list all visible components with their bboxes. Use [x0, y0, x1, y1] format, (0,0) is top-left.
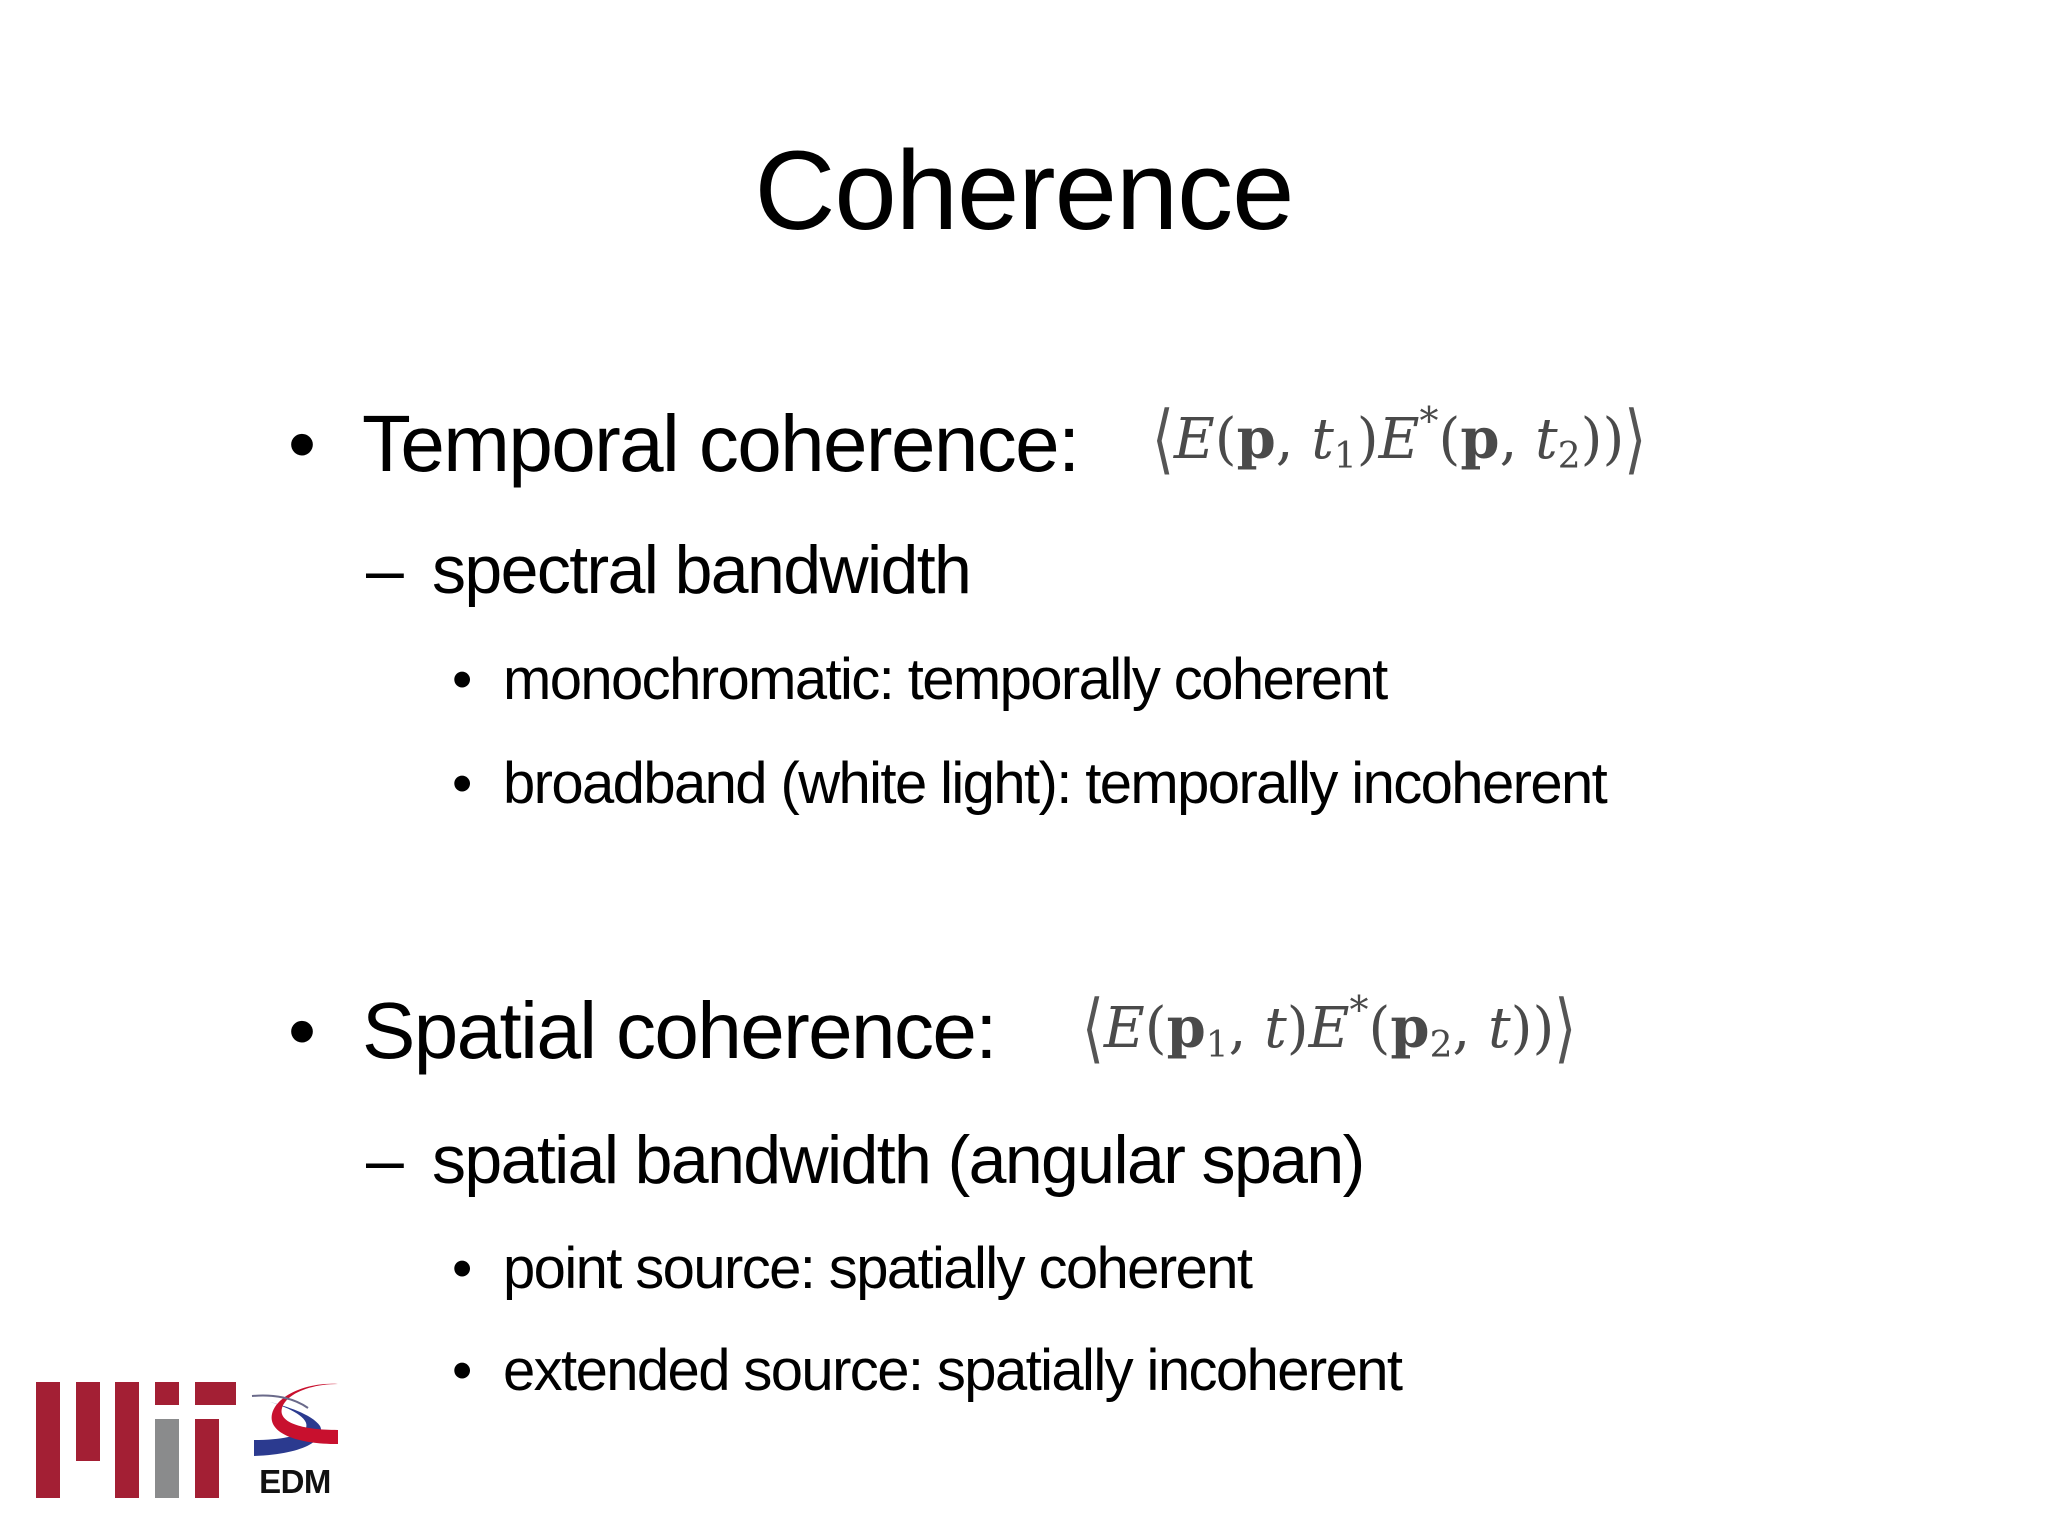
subscript: 1 — [1333, 436, 1357, 477]
comma: , — [1228, 996, 1265, 1061]
angle-close: ⟩ — [1624, 395, 1647, 484]
mit-logo-icon — [36, 1382, 236, 1498]
symbol-p: p — [1166, 995, 1206, 1061]
edm-swoosh-icon — [251, 1383, 338, 1456]
paren: ) — [1580, 407, 1603, 472]
bullet-dot-icon: • — [452, 751, 473, 816]
symbol-t: t — [1535, 407, 1558, 472]
paren: ( — [1214, 407, 1237, 472]
subscript: 2 — [1557, 436, 1581, 477]
bullet-dot-icon: • — [452, 1338, 473, 1403]
subsubitem-label: monochromatic: temporally coherent — [503, 647, 1388, 712]
superscript-conjugate: * — [1419, 399, 1439, 443]
dash-icon: – — [366, 1122, 404, 1198]
symbol-t: t — [1264, 996, 1287, 1061]
symbol-p: p — [1460, 406, 1500, 472]
paren: ) — [1602, 407, 1625, 472]
bullet-label: Spatial coherence: — [362, 986, 997, 1075]
paren: ) — [1510, 996, 1533, 1061]
paren: ( — [1438, 407, 1461, 472]
bullet-dot-icon: • — [288, 399, 317, 488]
angle-close: ⟩ — [1554, 984, 1577, 1073]
slide-title: Coherence — [754, 128, 1295, 253]
comma: , — [1499, 407, 1536, 472]
paren: ) — [1532, 996, 1555, 1061]
bullet-dot-icon: • — [452, 647, 473, 712]
comma: , — [1275, 407, 1312, 472]
formula-temporal-coherence: ⟨E(p, t1)E*(p, t2))⟩ — [1152, 395, 1646, 483]
paren: ( — [1144, 996, 1167, 1061]
edm-logo-text: EDM — [259, 1463, 331, 1500]
subitem-label: spatial bandwidth (angular span) — [432, 1122, 1365, 1198]
bullet-dot-icon: • — [288, 986, 317, 1075]
formula-spatial-coherence: ⟨E(p1, t)E*(p2, t))⟩ — [1082, 984, 1576, 1072]
symbol-t: t — [1488, 996, 1511, 1061]
subsubitem-label: extended source: spatially incoherent — [503, 1338, 1403, 1403]
symbol-E: E — [1378, 407, 1420, 472]
superscript-conjugate: * — [1349, 988, 1369, 1032]
bullet-label: Temporal coherence: — [362, 399, 1080, 488]
symbol-p: p — [1236, 406, 1276, 472]
symbol-p: p — [1390, 995, 1430, 1061]
subscript: 2 — [1429, 1025, 1453, 1066]
comma: , — [1452, 996, 1489, 1061]
paren: ( — [1368, 996, 1391, 1061]
symbol-t: t — [1311, 407, 1334, 472]
symbol-E: E — [1173, 407, 1215, 472]
subsubitem-label: broadband (white light): temporally inco… — [503, 751, 1608, 816]
angle-open: ⟨ — [1082, 984, 1104, 1073]
paren: ) — [1356, 407, 1379, 472]
dash-icon: – — [366, 532, 404, 608]
subsubitem-label: point source: spatially coherent — [503, 1236, 1253, 1301]
edm-logo: EDM — [250, 1378, 340, 1504]
subitem-label: spectral bandwidth — [432, 532, 972, 608]
bullet-dot-icon: • — [452, 1236, 473, 1301]
angle-open: ⟨ — [1152, 395, 1174, 484]
symbol-E: E — [1103, 996, 1145, 1061]
subscript: 1 — [1205, 1025, 1229, 1066]
symbol-E: E — [1308, 996, 1350, 1061]
paren: ) — [1286, 996, 1309, 1061]
